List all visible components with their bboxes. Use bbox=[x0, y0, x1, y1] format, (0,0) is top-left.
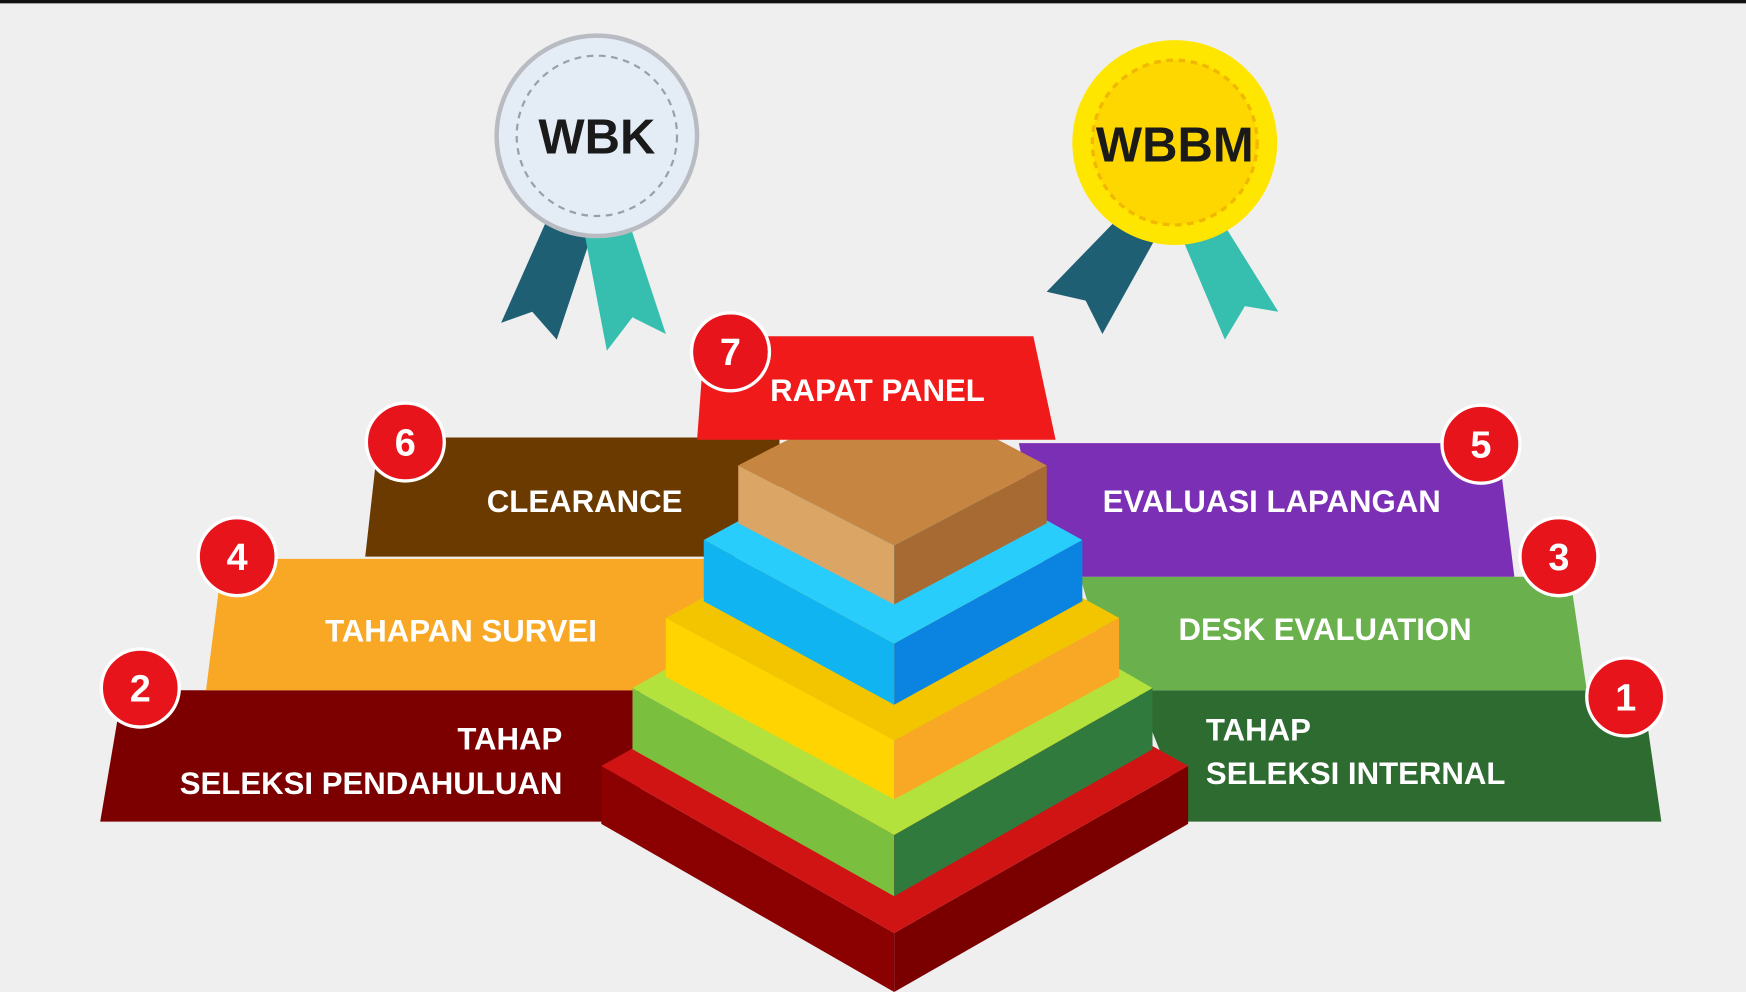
step-7-badge: 7 bbox=[689, 311, 772, 393]
ribbon-right bbox=[584, 222, 666, 351]
wbbm-label: WBBM bbox=[1096, 118, 1254, 172]
step-1-label-line1: TAHAP bbox=[1206, 712, 1311, 747]
svg-text:3: 3 bbox=[1548, 537, 1569, 579]
step-1-label-line2: SELEKSI INTERNAL bbox=[1206, 756, 1505, 791]
step-2-label-line2: SELEKSI PENDAHULUAN bbox=[180, 766, 563, 801]
ribbon-left bbox=[1046, 217, 1159, 335]
wbk-medal: WBK bbox=[494, 33, 700, 351]
step-4-badge: 4 bbox=[196, 516, 278, 598]
step-2-bar bbox=[100, 690, 641, 822]
step-3-badge: 3 bbox=[1518, 516, 1600, 598]
step-3-bar bbox=[1080, 576, 1587, 691]
step-6-bar bbox=[365, 437, 780, 557]
step-5-label: EVALUASI LAPANGAN bbox=[1103, 484, 1441, 519]
svg-text:7: 7 bbox=[720, 332, 741, 374]
step-1-badge: 1 bbox=[1585, 656, 1667, 738]
step-3-label: DESK EVALUATION bbox=[1179, 612, 1472, 647]
step-1-bar bbox=[1135, 690, 1662, 822]
svg-text:5: 5 bbox=[1470, 425, 1491, 467]
step-2-label-line1: TAHAP bbox=[457, 721, 562, 756]
step-7-label: RAPAT PANEL bbox=[770, 373, 985, 408]
step-2-badge: 2 bbox=[99, 647, 181, 729]
step-6-badge: 6 bbox=[364, 401, 446, 483]
pyramid bbox=[601, 385, 1189, 992]
ribbon-right bbox=[1180, 217, 1279, 340]
svg-text:2: 2 bbox=[130, 668, 151, 710]
step-5-badge: 5 bbox=[1440, 403, 1522, 485]
wbk-label: WBK bbox=[538, 111, 655, 165]
svg-text:6: 6 bbox=[395, 422, 416, 464]
step-7-bar bbox=[697, 336, 1056, 440]
svg-text:4: 4 bbox=[227, 537, 248, 579]
step-4-label: TAHAPAN SURVEI bbox=[325, 613, 597, 648]
svg-text:1: 1 bbox=[1615, 677, 1636, 719]
ribbon-left bbox=[501, 222, 591, 340]
step-5-bar bbox=[1018, 443, 1515, 577]
top-border bbox=[0, 0, 1746, 4]
step-6-label: CLEARANCE bbox=[487, 484, 683, 519]
step-4-bar bbox=[206, 558, 719, 691]
wbbm-medal: WBBM bbox=[1046, 40, 1279, 340]
